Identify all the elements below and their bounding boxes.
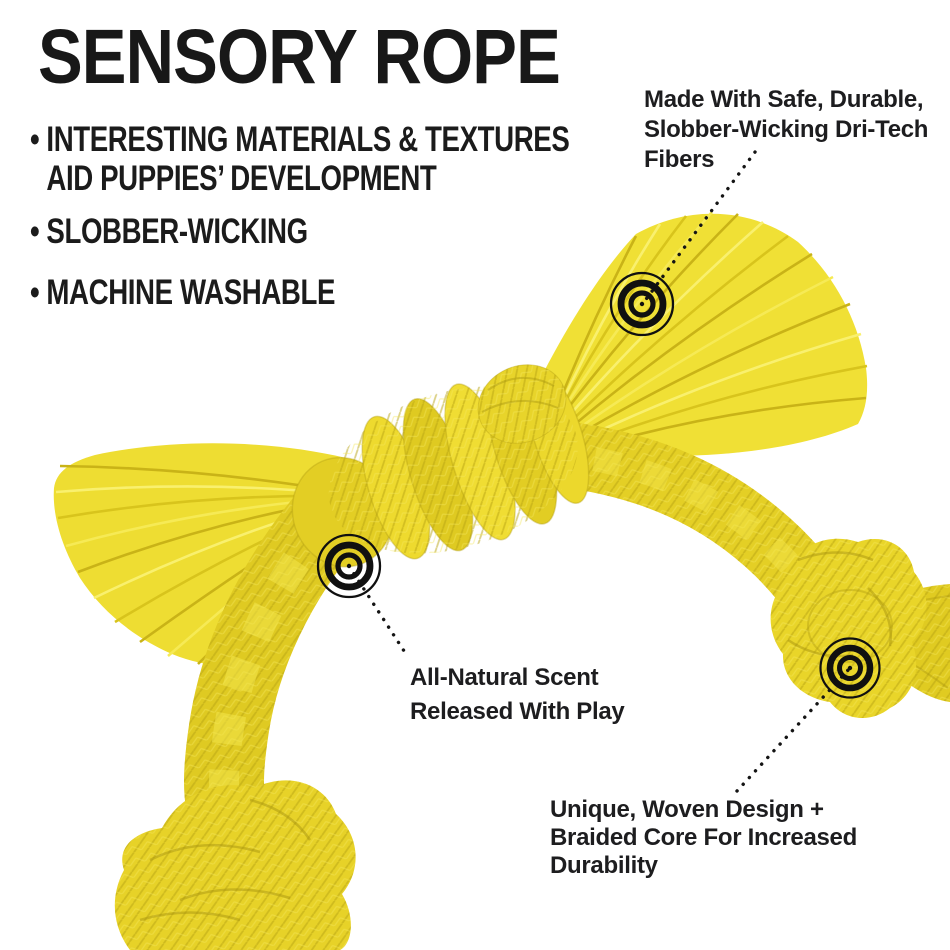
target-marker-fibers bbox=[609, 271, 675, 337]
callout-line: All-Natural Scent bbox=[410, 664, 599, 691]
bullet-dot: • bbox=[30, 273, 40, 312]
rope-center-knot bbox=[291, 364, 590, 568]
callout-line: Fibers bbox=[644, 146, 715, 173]
callout-scent: All-Natural Scent Released With Play bbox=[410, 661, 625, 729]
target-marker-durability bbox=[819, 637, 881, 699]
feature-list: • INTERESTING MATERIALS & TEXTURES AID P… bbox=[30, 120, 570, 312]
leader-line-fibers bbox=[642, 150, 757, 304]
callout-line: Unique, Woven Design + bbox=[550, 796, 824, 823]
feature-text-line: AID PUPPIES’ DEVELOPMENT bbox=[46, 159, 437, 198]
callout-line: Durability bbox=[550, 852, 658, 879]
rope-toy-photo bbox=[53, 211, 950, 950]
leader-line-scent bbox=[347, 564, 408, 656]
callout-line: Released With Play bbox=[410, 698, 625, 725]
target-marker-scent bbox=[316, 533, 382, 599]
callout-durability: Unique, Woven Design + Braided Core For … bbox=[550, 796, 857, 880]
feature-text: SLOBBER-WICKING bbox=[46, 212, 308, 251]
callout-fibers: Made With Safe, Durable, Slobber-Wicking… bbox=[644, 85, 928, 175]
feature-text: INTERESTING MATERIALS & TEXTURES AID PUP… bbox=[46, 120, 569, 198]
feature-text-line: INTERESTING MATERIALS & TEXTURES bbox=[46, 120, 570, 159]
page-title: SENSORY ROPE bbox=[38, 14, 561, 100]
bullet-dot: • bbox=[30, 120, 40, 159]
rope-right-knot bbox=[770, 538, 927, 719]
rope-bottom-knot bbox=[114, 780, 356, 950]
feature-item-slobber-wicking: • SLOBBER-WICKING bbox=[30, 212, 569, 251]
callout-line: Made With Safe, Durable, bbox=[644, 86, 924, 113]
feature-text: MACHINE WASHABLE bbox=[46, 273, 336, 312]
bullet-dot: • bbox=[30, 212, 40, 251]
callout-line: Braided Core For Increased bbox=[550, 824, 857, 851]
callout-line: Slobber-Wicking Dri-Tech bbox=[644, 116, 929, 143]
feature-item-machine-washable: • MACHINE WASHABLE bbox=[30, 273, 569, 312]
feature-item-materials: • INTERESTING MATERIALS & TEXTURES AID P… bbox=[30, 120, 570, 198]
